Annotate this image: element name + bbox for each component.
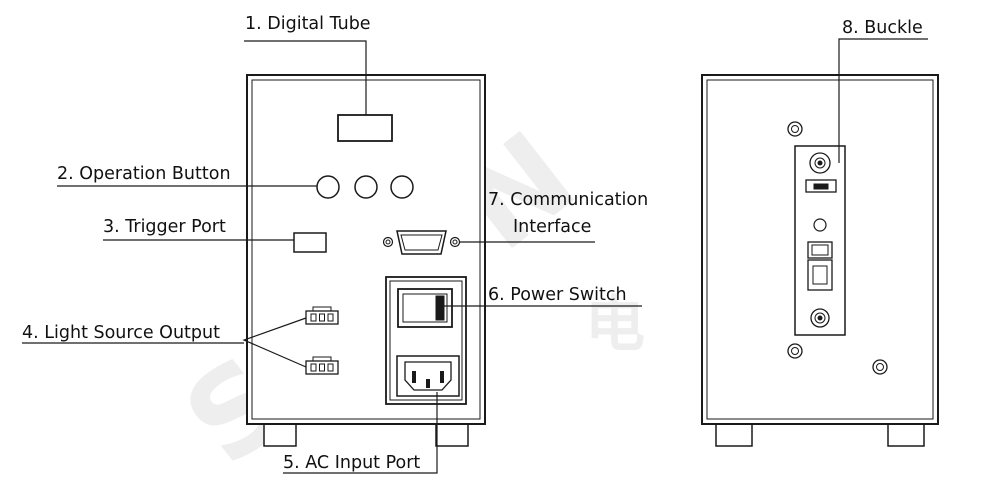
label-communication-interface-line1: 7. Communication xyxy=(488,190,649,210)
front-unit xyxy=(246,74,486,447)
leader-ac-input-port xyxy=(283,392,438,474)
leader-buckle xyxy=(838,38,928,163)
light-source-output-1 xyxy=(305,306,339,325)
label-communication-interface-line2: Interface xyxy=(513,217,592,237)
operation-button-2 xyxy=(354,175,378,199)
leader-digital-tube xyxy=(244,40,367,115)
back-screws xyxy=(787,121,888,375)
ac-input-port xyxy=(396,355,460,397)
operation-button-1 xyxy=(316,175,340,199)
leader-lines xyxy=(22,38,928,474)
trigger-port xyxy=(293,232,327,253)
label-digital-tube: 1. Digital Tube xyxy=(245,14,371,34)
label-light-source-output: 4. Light Source Output xyxy=(22,323,220,343)
label-buckle: 8. Buckle xyxy=(842,18,923,38)
front-body xyxy=(246,74,486,425)
light-source-output-2 xyxy=(305,356,339,375)
operation-button-3 xyxy=(390,175,414,199)
back-left-foot xyxy=(715,423,753,447)
leader-light-source-output xyxy=(242,317,307,368)
label-trigger-port: 3. Trigger Port xyxy=(103,217,226,237)
front-left-foot xyxy=(263,423,297,447)
communication-interface xyxy=(382,230,461,255)
digital-tube xyxy=(337,114,393,142)
label-operation-button: 2. Operation Button xyxy=(57,164,231,184)
back-body xyxy=(701,74,939,425)
back-right-foot xyxy=(887,423,925,447)
buckle xyxy=(794,145,846,336)
power-switch xyxy=(397,288,453,328)
back-unit xyxy=(701,74,939,447)
label-ac-input-port: 5. AC Input Port xyxy=(283,453,421,473)
label-power-switch: 6. Power Switch xyxy=(488,285,627,305)
front-right-foot xyxy=(435,423,469,447)
power-module xyxy=(385,276,467,405)
watermark-char-1: 电 xyxy=(585,290,645,360)
